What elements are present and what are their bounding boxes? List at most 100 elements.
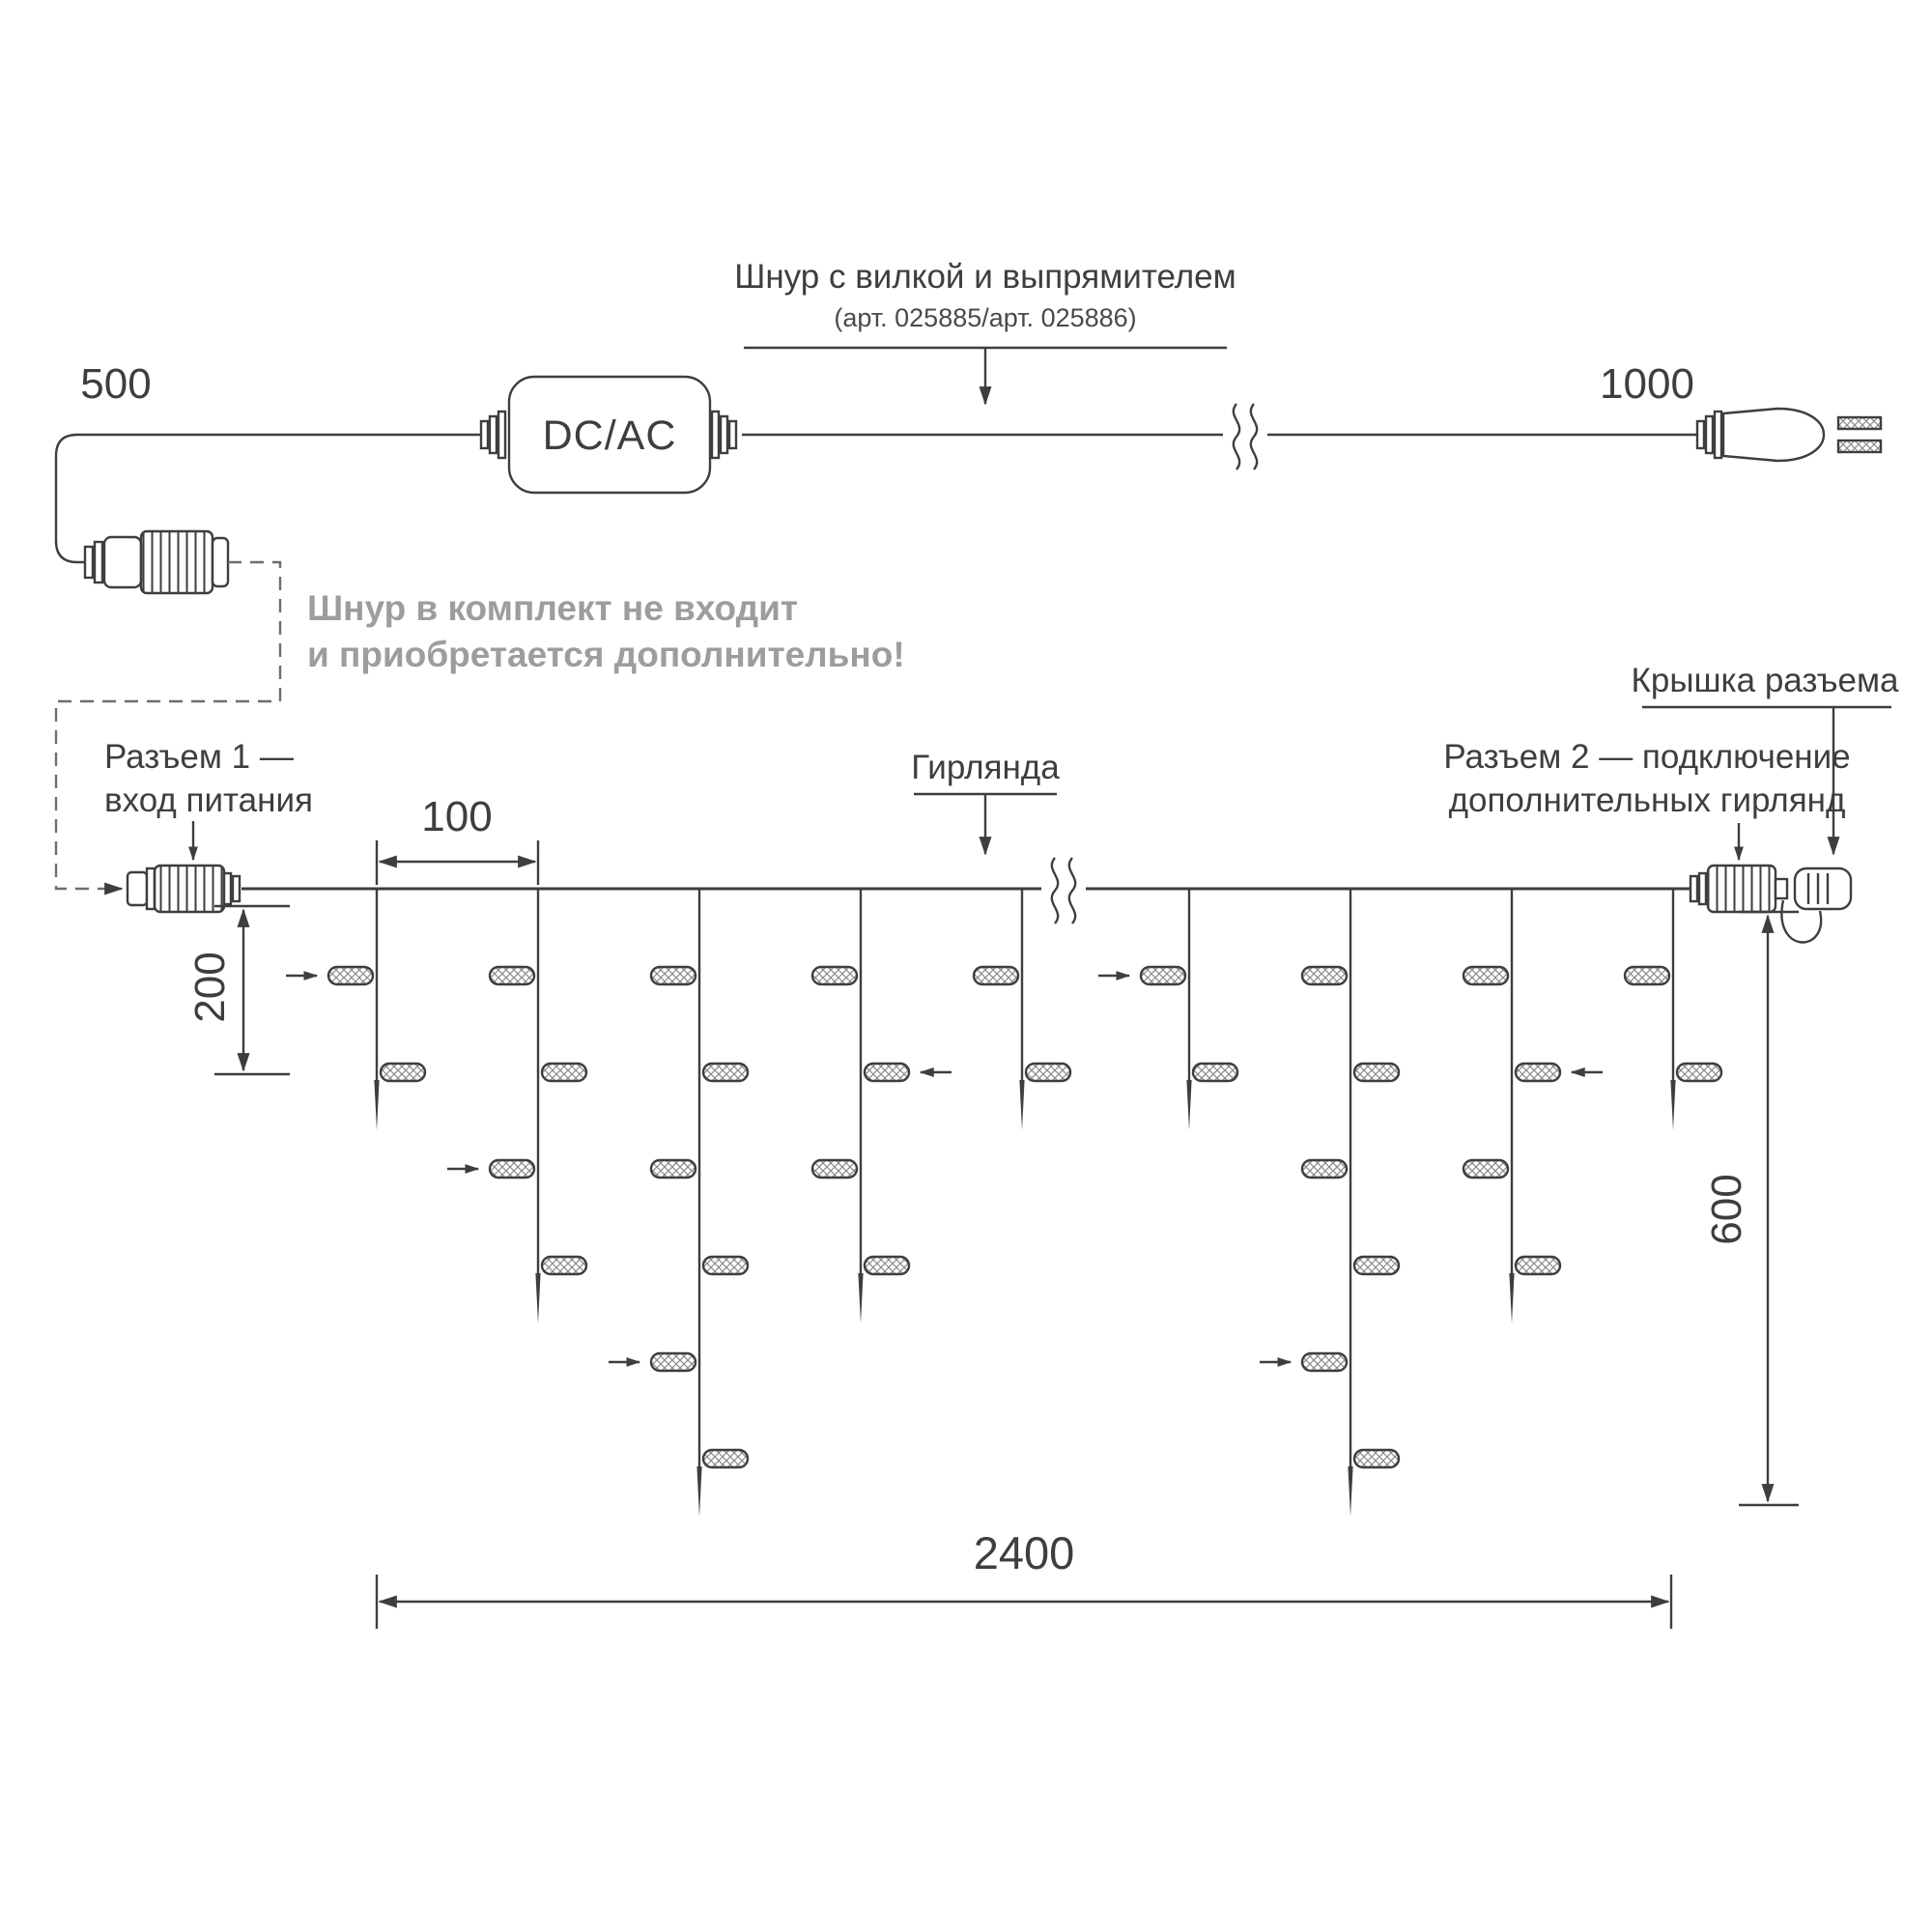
led-bulb-icon <box>1300 1158 1349 1179</box>
led-bulb-icon <box>1191 1062 1239 1083</box>
plug-rib <box>1695 419 1706 450</box>
garland-drop <box>488 889 588 1323</box>
drop-tip <box>1019 1080 1025 1130</box>
garland-break-symbol <box>1041 857 1086 924</box>
cap-ribs <box>1806 873 1830 904</box>
connector-rib <box>1689 874 1699 903</box>
led-bulb-icon <box>540 1255 588 1276</box>
led-bulb-icon <box>863 1062 911 1083</box>
break-curve <box>1232 403 1241 470</box>
garland-drop <box>972 889 1072 1130</box>
converter-rib <box>727 419 738 450</box>
led-bulb-icon <box>701 1448 750 1469</box>
led-bulb-icon <box>1623 965 1671 986</box>
connector-rib <box>1697 871 1708 906</box>
led-bulb-icon <box>540 1062 588 1083</box>
note-line2: и приобретается дополнительно! <box>307 635 905 674</box>
led-bulb-icon <box>1024 1062 1072 1083</box>
led-bulb-icon <box>701 1062 750 1083</box>
drop-tip <box>696 1466 702 1517</box>
drop-tip <box>1509 1273 1515 1323</box>
plug-rib <box>1713 410 1723 460</box>
led-bulb-icon <box>488 965 536 986</box>
connector1-label-line2: вход питания <box>104 781 313 819</box>
cord-title: Шнур с вилкой и выпрямителем <box>734 258 1236 296</box>
output-connector <box>1689 864 1853 944</box>
connector1-label-line1: Разъем 1 — <box>104 738 294 776</box>
dim-100-label: 100 <box>421 793 492 840</box>
power-cord-section: Шнур с вилкой и выпрямителем (арт. 02588… <box>54 258 1883 595</box>
not-included-note: Шнур в комплект не входит и приобретаетс… <box>54 560 905 895</box>
drop-tip <box>1670 1080 1676 1130</box>
led-bulb-icon <box>1514 1255 1562 1276</box>
garland-drops <box>286 889 1723 1517</box>
converter-box <box>507 375 712 495</box>
drop-tip <box>1186 1080 1192 1130</box>
led-bulb-icon <box>1139 965 1187 986</box>
led-bulb-icon <box>972 965 1020 986</box>
break-curve <box>1050 857 1060 924</box>
converter-rib <box>488 414 498 455</box>
led-bulb-icon <box>1675 1062 1723 1083</box>
break-curve <box>1067 857 1077 924</box>
dim-500-label: 500 <box>80 360 151 408</box>
led-bulb-icon <box>649 1158 697 1179</box>
plug-prong <box>1836 439 1883 454</box>
plug-prong <box>1836 415 1883 431</box>
connector2-label-line2: дополнительных гирлянд <box>1449 781 1846 819</box>
connector2-label-line1: Разъем 2 — подключение <box>1443 738 1850 776</box>
converter-rib <box>497 410 507 460</box>
drop-tip <box>1348 1466 1353 1517</box>
converter-label: DC/AC <box>543 412 677 459</box>
garland-label: Гирлянда <box>911 749 1060 786</box>
led-bulb-icon <box>810 1158 859 1179</box>
input-connector <box>126 864 242 914</box>
led-bulb-icon <box>1300 965 1349 986</box>
plug-rib <box>1704 414 1715 455</box>
note-line1: Шнур в комплект не входит <box>307 588 798 628</box>
break-curve <box>1249 403 1259 470</box>
led-bulb-icon <box>649 1351 697 1373</box>
led-bulb-icon <box>649 965 697 986</box>
connector-threaded-barrel <box>139 529 214 595</box>
led-bulb-icon <box>1352 1448 1401 1469</box>
converter-rib <box>710 410 721 460</box>
led-bulb-icon <box>1514 1062 1562 1083</box>
cap-label: Крышка разъема <box>1631 662 1899 699</box>
break-gap <box>1041 864 1086 914</box>
drop-tip <box>858 1273 864 1323</box>
dim-2400-label: 2400 <box>974 1527 1075 1578</box>
led-bulb-icon <box>1352 1062 1401 1083</box>
garland-drop <box>327 889 427 1130</box>
dashed-connection-path <box>54 560 282 895</box>
led-bulb-icon <box>1352 1255 1401 1276</box>
connector-end-ring <box>211 536 230 588</box>
garland-section: Крышка разъема Разъем 1 — вход питания Р… <box>104 662 1899 1629</box>
led-bulb-icon <box>488 1158 536 1179</box>
led-bulb-icon <box>1300 1351 1349 1373</box>
garland-drop <box>1139 889 1239 1130</box>
plug-body <box>1721 407 1826 463</box>
dcac-converter: DC/AC <box>479 375 738 495</box>
dim-1000-label: 1000 <box>1600 360 1694 408</box>
led-bulb-icon <box>379 1062 427 1083</box>
dimension-600: 600 <box>1703 910 1799 1507</box>
led-bulb-icon <box>863 1255 911 1276</box>
garland-drop <box>649 889 750 1517</box>
cord-output-connector <box>83 529 230 595</box>
led-bulb-icon <box>701 1255 750 1276</box>
drop-tip <box>374 1080 380 1130</box>
cap-tether <box>1780 899 1823 944</box>
connector-cap <box>1793 867 1853 911</box>
connector-threaded-barrel <box>153 864 226 914</box>
garland-drop <box>1300 889 1401 1517</box>
connector-rib <box>93 540 104 584</box>
connector-rib <box>231 874 242 903</box>
connector-threaded-barrel <box>1706 864 1777 914</box>
led-bulb-icon <box>1462 965 1510 986</box>
connector-stub <box>1774 877 1789 900</box>
connector-rib <box>83 545 95 580</box>
led-bulb-icon <box>327 965 375 986</box>
dim-600-label: 600 <box>1703 1174 1750 1244</box>
